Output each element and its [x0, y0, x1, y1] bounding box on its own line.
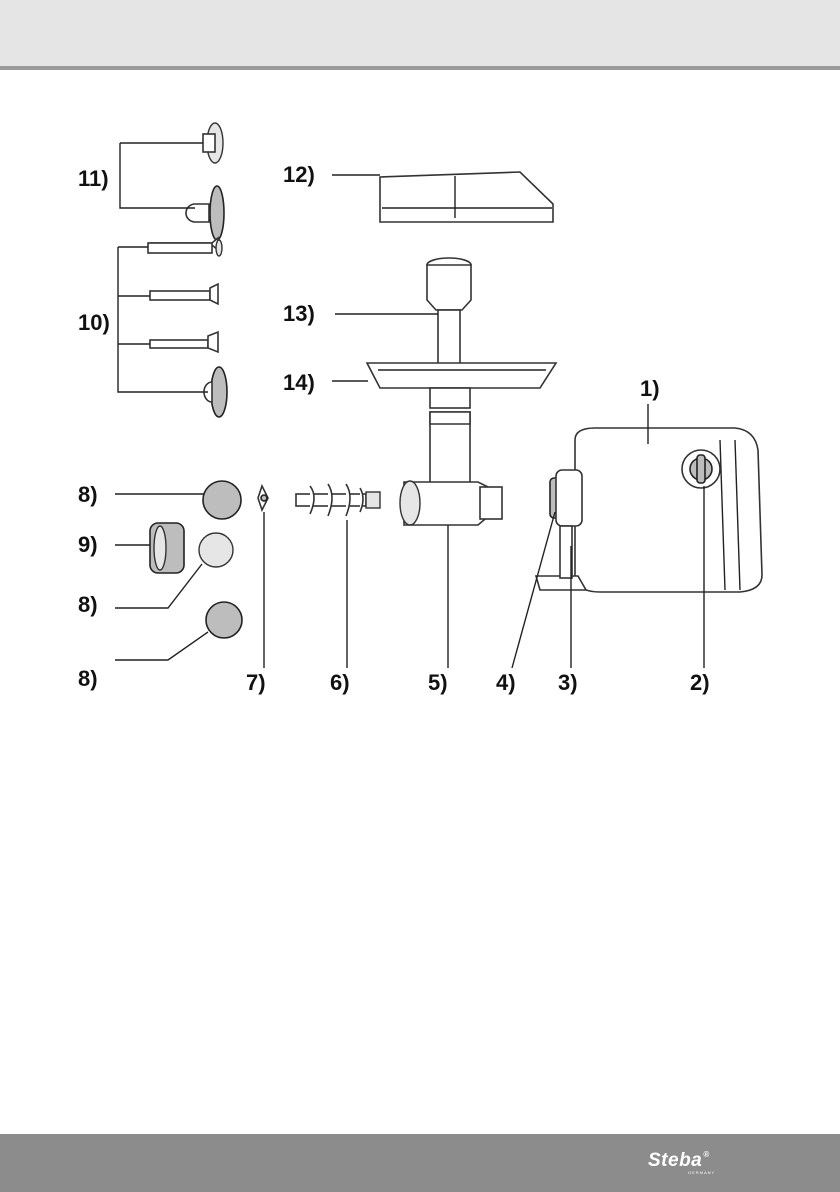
- part-6-auger: [296, 484, 380, 516]
- label-1: 1): [640, 376, 660, 401]
- part-1-motor-housing: [575, 428, 762, 592]
- label-12: 12): [283, 162, 315, 187]
- label-5: 5): [428, 670, 448, 695]
- part-5-mincing-tube: [400, 412, 502, 525]
- part-10-nozzles: [148, 238, 227, 417]
- label-6: 6): [330, 670, 350, 695]
- logo-subtext: GERMANY: [688, 1170, 715, 1175]
- label-8b: 8): [78, 592, 98, 617]
- label-3: 3): [558, 670, 578, 695]
- logo-text: Steba: [648, 1150, 702, 1171]
- label-2: 2): [690, 670, 710, 695]
- footer-band: [0, 1134, 840, 1192]
- label-9: 9): [78, 532, 98, 557]
- leader-8c: [115, 632, 208, 660]
- label-4: 4): [496, 670, 516, 695]
- part-14-tray: [367, 363, 556, 408]
- label-7: 7): [246, 670, 266, 695]
- logo-registered-mark: ®: [703, 1150, 709, 1159]
- part-7-blade: [258, 486, 268, 510]
- leader-11: [120, 143, 203, 208]
- brand-logo: Steba® GERMANY: [648, 1150, 710, 1172]
- label-8a: 8): [78, 482, 98, 507]
- part-12-lid: [380, 172, 553, 222]
- part-8-discs: [199, 481, 242, 638]
- label-14: 14): [283, 370, 315, 395]
- label-11: 11): [78, 166, 109, 191]
- part-9-ring-nut: [150, 523, 184, 573]
- part-13-pusher: [427, 258, 471, 365]
- leader-10: [118, 247, 208, 392]
- part-11-attachment: [186, 123, 224, 240]
- label-8c: 8): [78, 666, 98, 691]
- label-13: 13): [283, 301, 315, 326]
- label-10: 10): [78, 310, 110, 335]
